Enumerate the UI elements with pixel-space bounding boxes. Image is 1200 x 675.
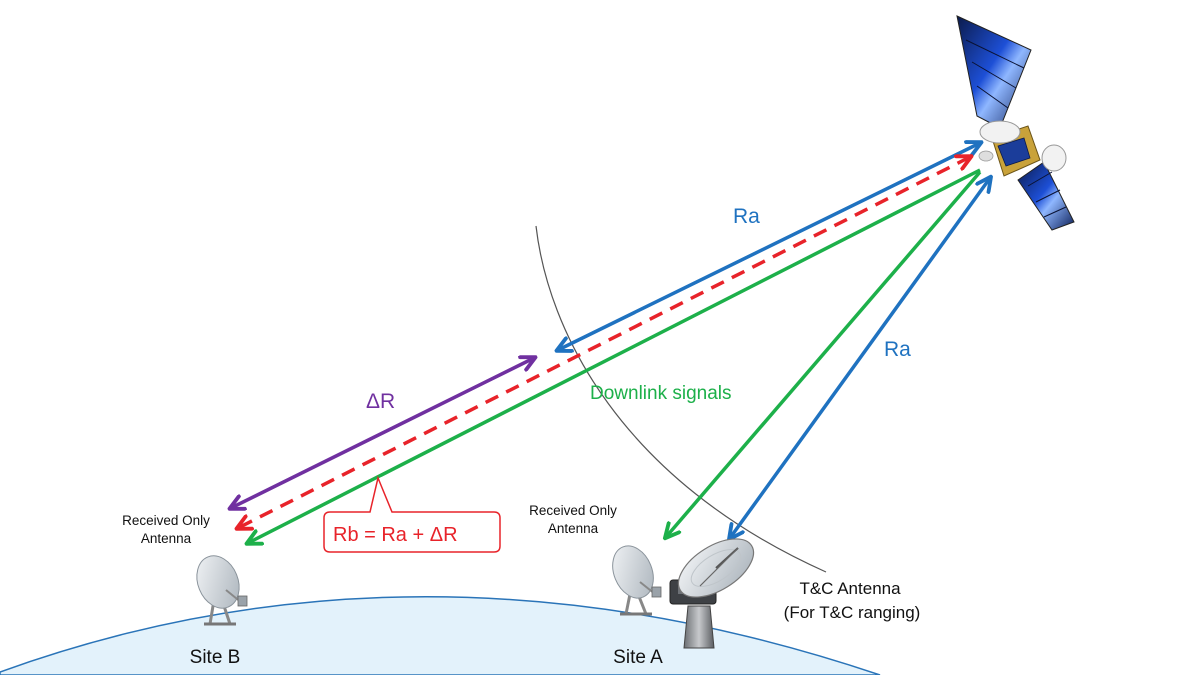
ra-right-label: Ra bbox=[884, 338, 911, 361]
downlink-label: Downlink signals bbox=[590, 383, 732, 404]
ra-top-label: Ra bbox=[733, 205, 760, 228]
delta-r-line bbox=[231, 358, 534, 508]
site-b-antenna-label-line2: Antenna bbox=[141, 531, 192, 546]
site-a-antenna-label-line1: Received Only bbox=[529, 503, 617, 518]
rb-dashed-line bbox=[238, 157, 970, 528]
downlink-line-site-b bbox=[248, 168, 981, 543]
site-a-label: Site A bbox=[613, 647, 663, 668]
downlink-line-site-a bbox=[666, 170, 982, 537]
site-a-dish-icon bbox=[612, 545, 662, 616]
site-b-dish-icon bbox=[196, 555, 248, 626]
site-a-antenna-label-line2: Antenna bbox=[548, 521, 599, 536]
site-b-label: Site B bbox=[190, 647, 241, 668]
tc-antenna-label-line2: (For T&C ranging) bbox=[784, 603, 921, 622]
tc-antenna-label-line1: T&C Antenna bbox=[799, 579, 901, 598]
delta-r-label: ΔR bbox=[366, 390, 395, 413]
rb-formula-label: Rb = Ra + ΔR bbox=[333, 524, 458, 546]
satellite-icon bbox=[956, 15, 1075, 231]
site-b-antenna-label-line1: Received Only bbox=[122, 513, 210, 528]
tc-antenna-icon bbox=[669, 538, 755, 649]
rb-callout-box bbox=[323, 475, 501, 553]
earth-surface bbox=[0, 596, 881, 675]
